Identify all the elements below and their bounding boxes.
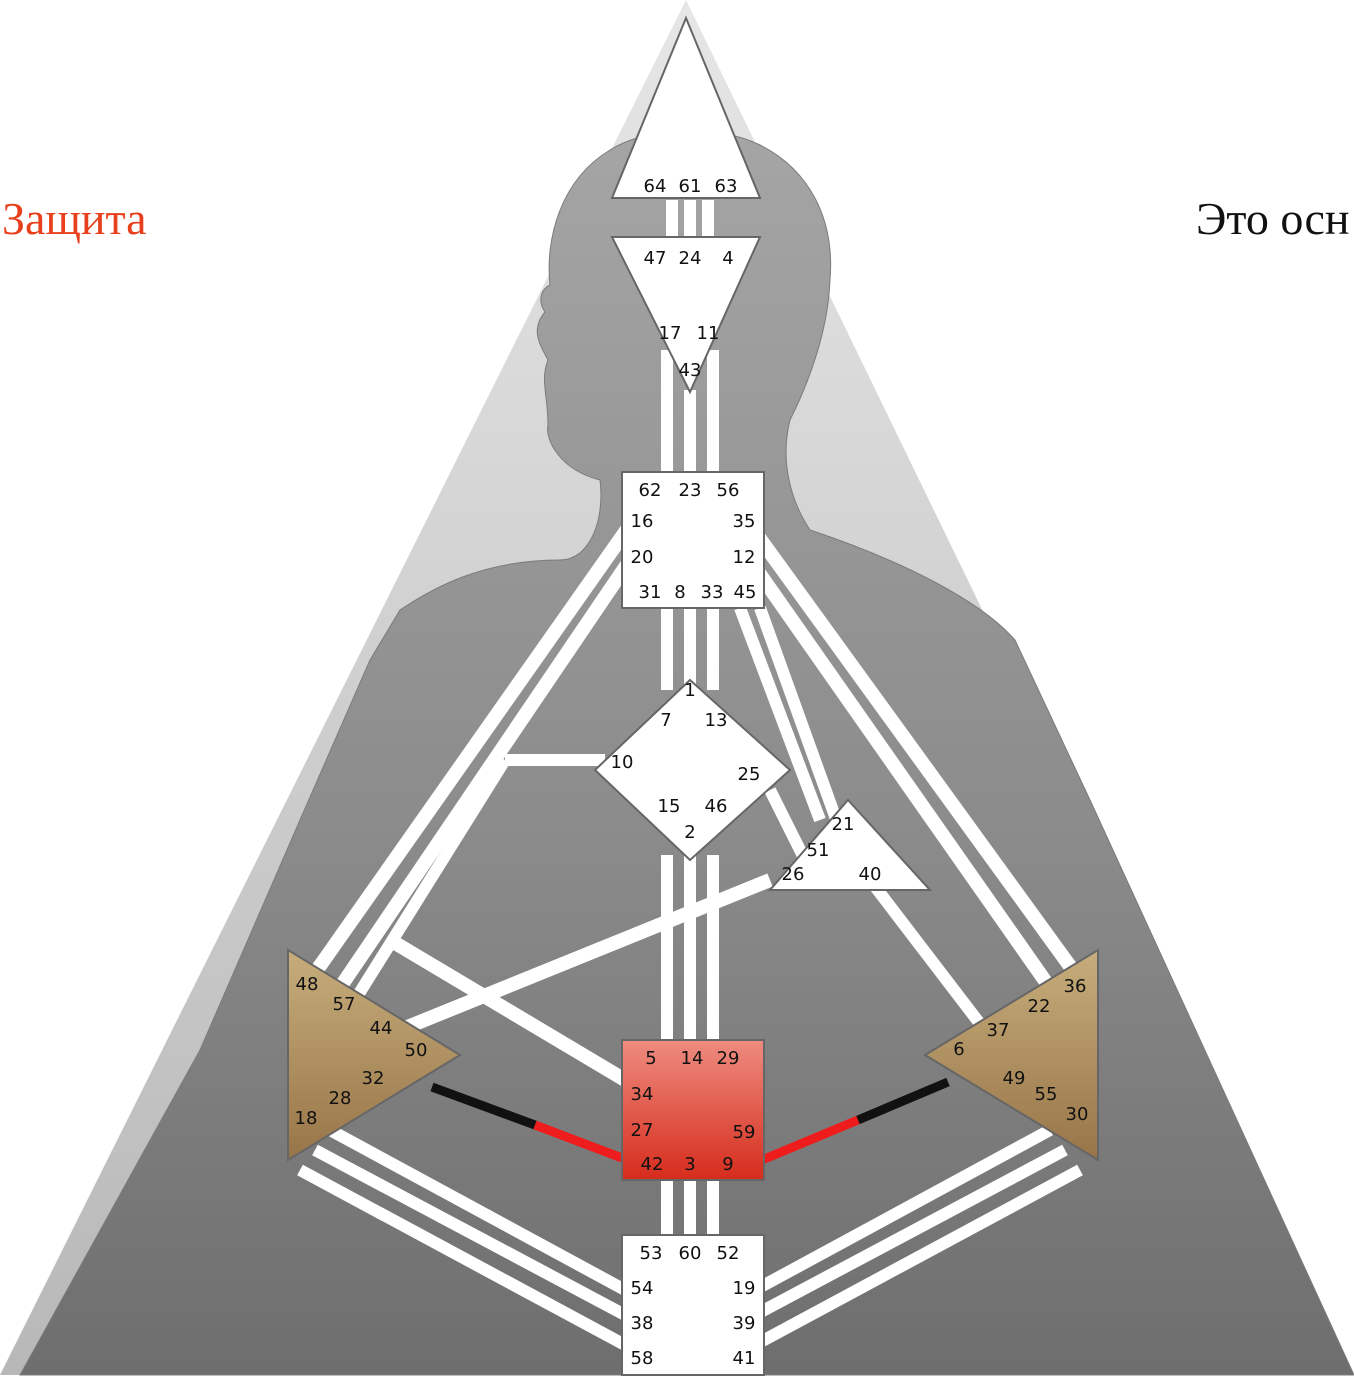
gate-label: 62 [639, 480, 662, 501]
slide-body-text: Это осн [1196, 193, 1350, 244]
gate-label: 43 [679, 360, 702, 381]
gate-label: 12 [733, 547, 756, 568]
ajna-center [610, 236, 762, 395]
gate-labels: 64 61 63 47 24 4 17 11 43 62 23 56 16 35… [295, 176, 1089, 1369]
gate-label: 41 [733, 1348, 756, 1369]
gate-label: 49 [1003, 1068, 1026, 1089]
gate-label: 32 [362, 1068, 385, 1089]
gate-label: 15 [658, 796, 681, 817]
heart-center [767, 798, 933, 891]
gate-label: 22 [1028, 996, 1051, 1017]
gate-label: 61 [679, 176, 702, 197]
gate-label: 50 [405, 1040, 428, 1061]
gate-label: 9 [722, 1154, 733, 1175]
gate-label: 52 [717, 1243, 740, 1264]
gate-label: 17 [659, 323, 682, 344]
gate-label: 46 [705, 796, 728, 817]
gate-label: 8 [674, 582, 685, 603]
defined-channel-27-50 [430, 1082, 624, 1163]
gate-label: 63 [715, 176, 738, 197]
gate-label: 30 [1066, 1104, 1089, 1125]
gate-label: 37 [987, 1020, 1010, 1041]
gate-label: 53 [640, 1243, 663, 1264]
gate-label: 28 [329, 1088, 352, 1109]
gate-label: 31 [639, 582, 662, 603]
gate-label: 27 [631, 1120, 654, 1141]
gate-label: 18 [295, 1108, 318, 1129]
gate-label: 16 [631, 511, 654, 532]
gate-label: 60 [679, 1243, 702, 1264]
gate-label: 36 [1064, 976, 1087, 997]
gate-label: 44 [370, 1018, 393, 1039]
gate-label: 58 [631, 1348, 654, 1369]
gate-label: 25 [738, 764, 761, 785]
gate-label: 11 [697, 323, 720, 344]
gate-label: 13 [705, 710, 728, 731]
gate-label: 7 [660, 710, 671, 731]
gate-label: 45 [734, 582, 757, 603]
spleen-center [287, 948, 462, 1162]
defined-channel-59-6 [760, 1077, 950, 1165]
gate-label: 23 [679, 480, 702, 501]
gate-label: 40 [859, 864, 882, 885]
gate-label: 6 [953, 1039, 964, 1060]
solar-plexus-center [923, 948, 1099, 1162]
gate-label: 42 [641, 1154, 664, 1175]
gate-label: 39 [733, 1313, 756, 1334]
gate-label: 48 [296, 974, 319, 995]
gate-label: 51 [807, 840, 830, 861]
gate-label: 57 [333, 994, 356, 1015]
gate-label: 56 [717, 480, 740, 501]
gate-label: 20 [631, 547, 654, 568]
gate-label: 19 [733, 1278, 756, 1299]
gate-label: 55 [1035, 1084, 1058, 1105]
gate-label: 33 [701, 582, 724, 603]
gate-label: 38 [631, 1313, 654, 1334]
gate-label: 59 [733, 1122, 756, 1143]
gate-label: 26 [782, 864, 805, 885]
gate-label: 5 [645, 1048, 656, 1069]
g-center [593, 678, 792, 862]
gate-label: 47 [644, 248, 667, 269]
slide-title: Защита [2, 193, 147, 244]
gate-label: 54 [631, 1278, 654, 1299]
head-center [610, 15, 762, 199]
throat-center [621, 471, 765, 609]
gate-label: 64 [644, 176, 667, 197]
gate-label: 4 [722, 248, 733, 269]
gate-label: 14 [681, 1048, 704, 1069]
gate-label: 29 [717, 1048, 740, 1069]
gate-label: 24 [679, 248, 702, 269]
gate-label: 2 [684, 822, 695, 843]
gate-label: 34 [631, 1084, 654, 1105]
gate-label: 10 [611, 752, 634, 773]
gate-label: 21 [832, 814, 855, 835]
root-center [621, 1234, 765, 1376]
gate-label: 3 [684, 1154, 695, 1175]
gate-label: 1 [684, 680, 695, 701]
sacral-center [621, 1039, 765, 1181]
gate-label: 35 [733, 511, 756, 532]
